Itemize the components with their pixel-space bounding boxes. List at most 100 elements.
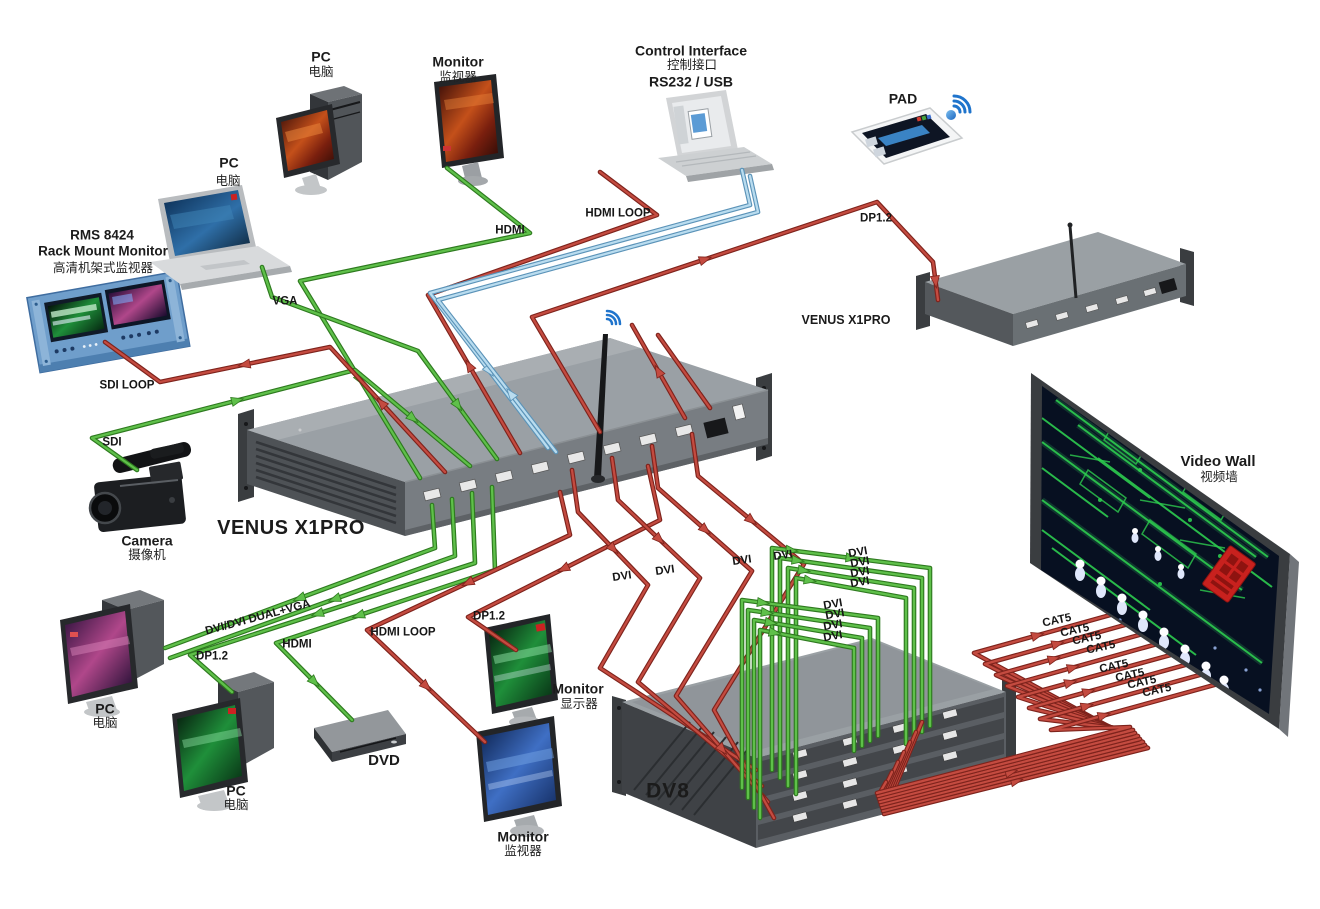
pc-bottom-1-label: PC bbox=[95, 700, 115, 717]
dv8-device bbox=[612, 638, 1016, 848]
cable-rs232-usb-1 bbox=[427, 167, 753, 451]
cable-arrow-icon bbox=[405, 410, 419, 424]
monitor-top-label-cn: 监视器 bbox=[439, 70, 477, 85]
cable-arrow-icon bbox=[743, 512, 758, 526]
video-wall-label: Video Wall bbox=[1180, 452, 1256, 470]
cable-sdi-loop bbox=[102, 339, 448, 475]
monitor-top-screen bbox=[439, 80, 498, 162]
dvd-label: DVD bbox=[368, 751, 400, 769]
cable-arrow-icon bbox=[796, 564, 812, 575]
cable-arrow-icon bbox=[1063, 679, 1078, 690]
cable-label-dp1-2-11: DP1.2 bbox=[473, 610, 505, 623]
cable-label-hdmi-loop-10: HDMI LOOP bbox=[370, 626, 436, 639]
pc-bottom-1-device bbox=[60, 590, 164, 717]
cable-label-dvi-15: DVI bbox=[772, 548, 794, 563]
cable-out-dvi-dual-2 bbox=[167, 496, 458, 661]
cable-arrow-icon bbox=[697, 256, 713, 267]
cable-dv8-dvi-b2 bbox=[745, 606, 873, 801]
dvd-device bbox=[314, 710, 406, 762]
cable-dvi-red-1 bbox=[569, 467, 759, 773]
cable-arrow-icon bbox=[351, 608, 366, 619]
cable-arrow-icon bbox=[929, 274, 940, 290]
pc-bottom-1-screen bbox=[65, 611, 132, 697]
pc-laptop-top-device bbox=[150, 185, 292, 290]
cable-arrow-icon bbox=[376, 397, 390, 411]
camera-label: Camera bbox=[121, 532, 173, 549]
x1pro-antenna-wifi-icon bbox=[605, 309, 622, 326]
cable-arrow-icon bbox=[461, 575, 476, 586]
cable-out-dvi-dual-1 bbox=[162, 502, 438, 651]
cable-arrow-icon bbox=[237, 358, 252, 369]
cable-label-dp1-2-6: DP1.2 bbox=[860, 212, 892, 225]
cable-arrow-icon bbox=[605, 541, 619, 555]
pc-laptop-top-label: PC bbox=[219, 154, 239, 171]
cable-label-sdi-5: SDI bbox=[102, 436, 122, 449]
x1pro-antenna bbox=[594, 334, 608, 478]
cable-arrow-icon bbox=[714, 741, 728, 756]
cables-layer bbox=[89, 165, 1228, 821]
x1pro-port-row bbox=[422, 423, 694, 502]
pc-bottom-2-device bbox=[172, 672, 274, 811]
cable-arrow-icon bbox=[697, 522, 712, 535]
rms-8424-sub-label: Rack Mount Monitor bbox=[38, 243, 168, 259]
camera-device bbox=[88, 442, 192, 532]
cable-arrow-icon bbox=[327, 592, 343, 602]
control-interface-ports-label: RS232 / USB bbox=[648, 73, 734, 90]
monitor-bottom-label: Monitor bbox=[497, 828, 549, 845]
cable-arrow-icon bbox=[784, 544, 800, 555]
rms-8424-label-cn: 高清机架式监视器 bbox=[52, 261, 154, 276]
venus-x1pro-2-device bbox=[916, 222, 1194, 346]
cable-arrow-icon bbox=[790, 554, 806, 565]
cable-label-vga-3: VGA bbox=[272, 295, 298, 308]
pc-tower-top-label: PC bbox=[311, 48, 331, 65]
video-wall-device bbox=[1030, 373, 1299, 737]
monitor-display-label: Monitor bbox=[552, 680, 604, 697]
cable-out-dp12-monitor bbox=[465, 463, 663, 653]
cable-rs232-usb-2 bbox=[435, 173, 761, 455]
rms-8424-label: RMS 8424 bbox=[70, 227, 134, 243]
control-interface-label: Control Interface bbox=[634, 42, 748, 59]
cable-dv8-dvi-a3 bbox=[785, 564, 917, 789]
cable-arrow-icon bbox=[465, 359, 477, 374]
cable-arrow-icon bbox=[756, 596, 771, 608]
cable-label-dvi-13: DVI bbox=[654, 563, 676, 578]
venus-x1pro-main-device bbox=[238, 334, 772, 536]
pc-bottom-1-label-cn: 电脑 bbox=[92, 716, 118, 731]
monitor-top-label: Monitor bbox=[432, 53, 484, 70]
cable-arrow-icon bbox=[306, 674, 320, 688]
cable-dv8-dvi-b4 bbox=[757, 626, 857, 821]
cable-label-sdi-loop-4: SDI LOOP bbox=[99, 379, 155, 392]
monitor-top-device bbox=[434, 74, 504, 186]
cable-arrow-icon bbox=[506, 387, 519, 402]
cable-dvi-red-2 bbox=[609, 455, 765, 789]
cable-arrow-icon bbox=[292, 591, 307, 601]
video-wall-label-cn: 视频墙 bbox=[1200, 470, 1238, 485]
cable-arrow-icon bbox=[1081, 688, 1096, 699]
venus-x1pro-main-label: VENUS X1PRO bbox=[217, 517, 365, 539]
pc-bottom-2-label: PC bbox=[226, 782, 246, 799]
cable-label-dvi-14: DVI bbox=[731, 553, 753, 568]
venus-x1pro-2-label: VENUS X1PRO bbox=[801, 313, 891, 328]
pc-tower-top-device bbox=[276, 86, 362, 195]
cable-arrow-icon bbox=[802, 574, 818, 585]
pc-bottom-2-screen bbox=[177, 705, 242, 791]
cable-out-hdmi-loop bbox=[364, 489, 573, 745]
monitor-bottom-label-cn: 监视器 bbox=[504, 844, 542, 859]
cable-label-dvi-12: DVI bbox=[611, 569, 633, 584]
wall-red-badge bbox=[1202, 545, 1256, 603]
pc-bottom-2-label-cn: 电脑 bbox=[223, 798, 249, 813]
cable-dv8-dvi-a1 bbox=[769, 544, 933, 773]
cable-sdi bbox=[89, 367, 473, 473]
pad-wifi-icon bbox=[946, 94, 972, 120]
cable-label-hdmi-loop-2: HDMI LOOP bbox=[585, 207, 651, 220]
cable-arrow-icon bbox=[418, 678, 432, 692]
cable-vga bbox=[259, 264, 500, 462]
monitor-display-screen bbox=[489, 620, 552, 707]
rms-8424-monitor bbox=[26, 270, 191, 374]
monitor-display-label-cn: 显示器 bbox=[560, 697, 598, 712]
cable-dv8-dvi-b1 bbox=[739, 596, 881, 791]
cable-dv8-dvi-a4 bbox=[793, 574, 909, 797]
control-interface-label-cn: 控制接口 bbox=[666, 58, 718, 73]
